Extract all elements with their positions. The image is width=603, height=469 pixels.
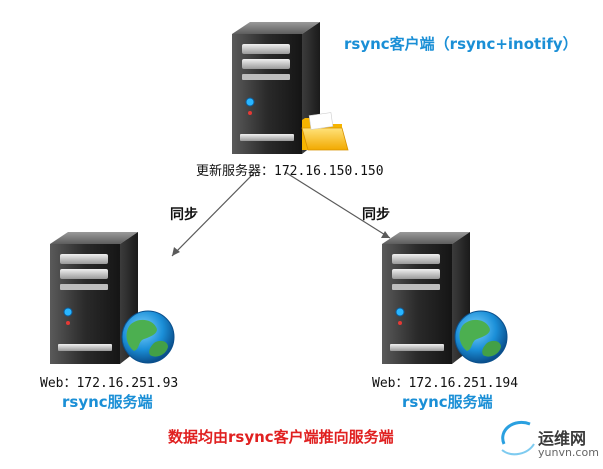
client-title: rsync客户端（rsync+inotify） (344, 35, 578, 53)
globe-icon-left (121, 310, 175, 364)
web-server-right-role: rsync服务端 (402, 393, 493, 411)
yunvn-logo-icon (501, 421, 535, 456)
globe-icon-right (454, 310, 508, 364)
watermark-en: yunvn.com (538, 446, 599, 459)
web-server-left-role: rsync服务端 (62, 393, 153, 411)
sync-label-right: 同步 (362, 207, 390, 223)
client-caption: 更新服务器：172.16.150.150 (196, 164, 384, 179)
watermark-cn: 运维网 (538, 429, 587, 448)
web-server-right-caption: Web：172.16.251.194 (372, 376, 519, 391)
sync-label-left: 同步 (170, 207, 198, 223)
sync-arrow-right (284, 171, 391, 239)
web-server-left-caption: Web：172.16.251.93 (40, 376, 179, 391)
sync-arrow-left (171, 171, 256, 257)
push-direction-note: 数据均由rsync客户端推向服务端 (168, 428, 394, 446)
folder-icon (301, 112, 349, 151)
